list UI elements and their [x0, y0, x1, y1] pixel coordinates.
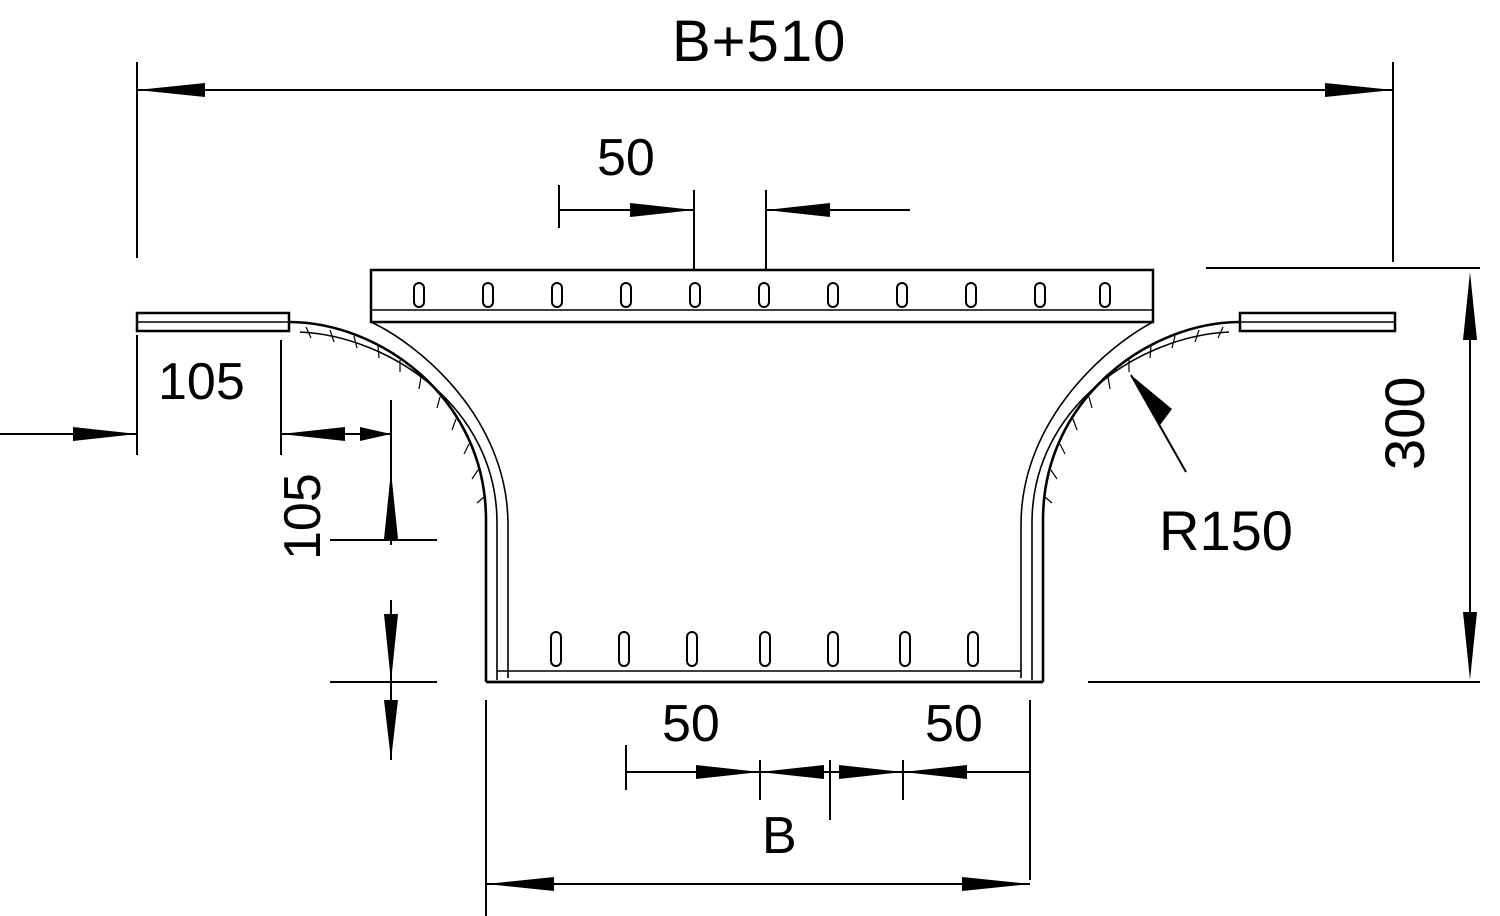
top-perforated-plate: [369, 268, 1155, 324]
dimension-overall-height: [1088, 267, 1480, 683]
dimension-overall-width: [136, 62, 1394, 262]
label-top-slot-spacing: 50: [597, 129, 655, 187]
bottom-plate: [486, 631, 1043, 684]
dimension-top-slot-spacing-arrows: [630, 203, 830, 217]
label-bottom-left-spacing: 50: [662, 695, 720, 753]
dimension-bottom-spacings-arrows: [696, 765, 967, 779]
dimension-left-flange-width-arrows: [73, 427, 391, 441]
left-curved-wall: [288, 320, 509, 682]
radius-leader-line: [1130, 374, 1187, 473]
label-base-width: B: [762, 807, 797, 865]
dimension-base-width-arrows: [486, 877, 1030, 891]
radius-leader-arrow: [1131, 375, 1172, 425]
right-curved-wall: [1020, 320, 1241, 682]
label-bottom-right-spacing: 50: [925, 695, 983, 753]
dimension-top-slot-spacing: [558, 185, 910, 280]
label-left-flange-width: 105: [158, 353, 245, 411]
dimension-left-drop-height: [330, 455, 437, 760]
right-flange: [1238, 311, 1397, 333]
label-radius-callout: R150: [1159, 499, 1293, 562]
label-overall-width: B+510: [672, 9, 847, 74]
left-flange: [135, 311, 291, 333]
dimension-overall-width-arrows: [137, 83, 1393, 97]
label-overall-height: 300: [1373, 376, 1436, 470]
label-left-drop-height: 105: [274, 473, 332, 560]
dimension-overall-height-arrows: [1463, 272, 1477, 680]
dimension-left-drop-height-arrows: [384, 471, 398, 760]
